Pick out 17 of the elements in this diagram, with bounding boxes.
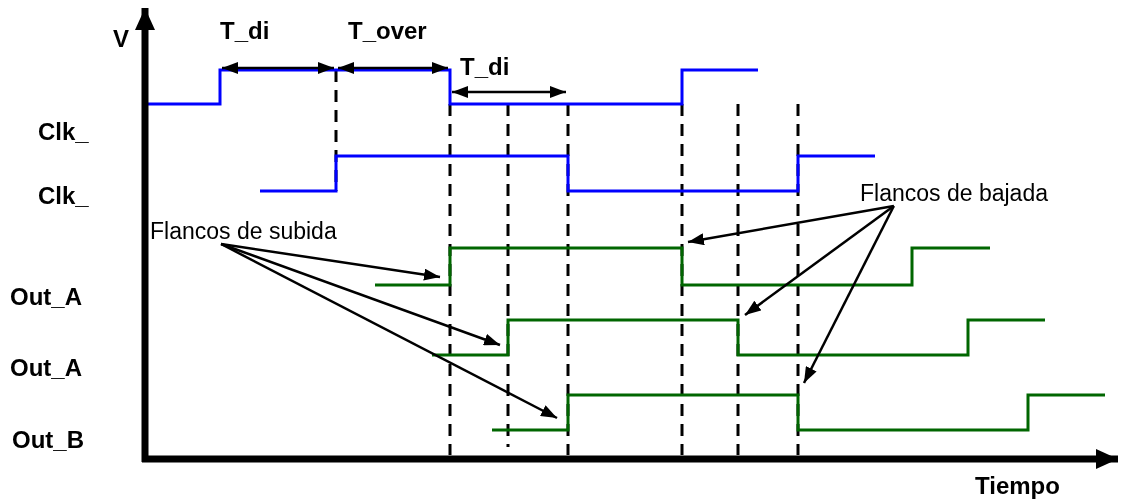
leader-arrow bbox=[687, 204, 895, 246]
leader-arrow bbox=[744, 205, 895, 316]
signal-label: Clk_ bbox=[38, 184, 89, 208]
dimension-label: T_di bbox=[460, 55, 510, 79]
leader-arrow bbox=[220, 242, 441, 281]
axis-label: Tiempo bbox=[975, 474, 1060, 498]
axis-label: V bbox=[113, 27, 129, 51]
callout-text: Flancos de bajada bbox=[860, 182, 1048, 205]
dimension-label: T_over bbox=[348, 19, 427, 43]
dimension-label: T_di bbox=[220, 19, 270, 43]
callout-text: Flancos de subida bbox=[150, 220, 337, 243]
signal-label: Out_A bbox=[10, 285, 82, 309]
signal-label: Clk_ bbox=[38, 120, 89, 144]
signal-label: Out_B bbox=[12, 428, 84, 452]
leader-arrow bbox=[802, 205, 895, 384]
leader-arrow bbox=[220, 242, 558, 420]
signal-label: Out_A bbox=[10, 356, 82, 380]
